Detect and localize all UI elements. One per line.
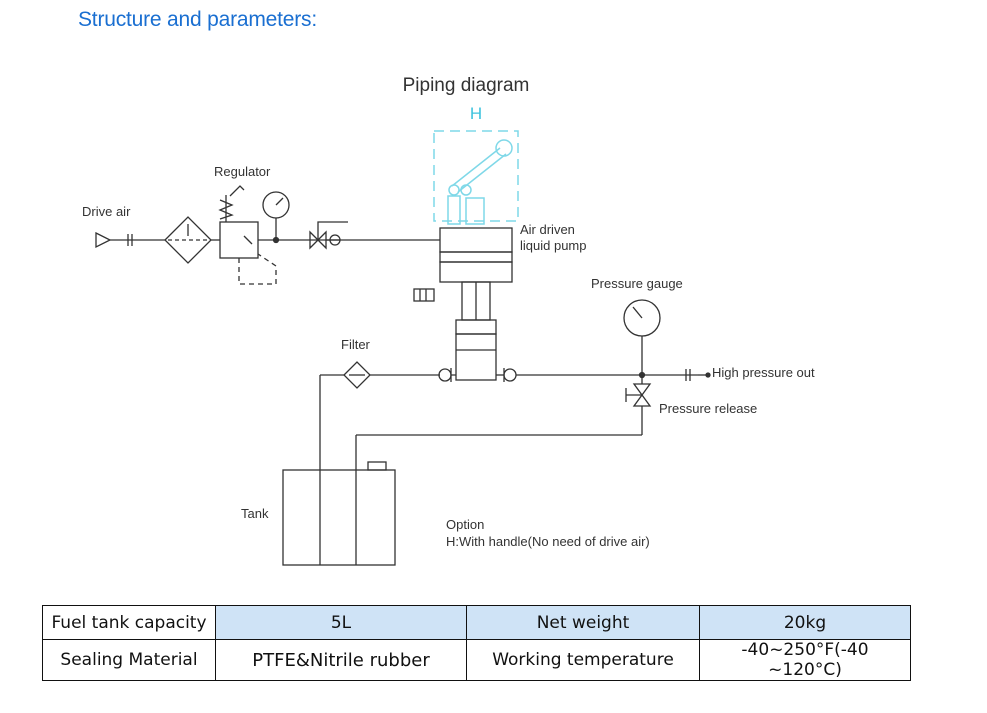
inlet-check-valve-icon (438, 368, 452, 382)
air-inlet-icon (95, 231, 112, 249)
table-cell: Working temperature (466, 639, 700, 681)
label-tank: Tank (241, 506, 269, 521)
table-row: Fuel tank capacity 5L Net weight 20kg (42, 605, 911, 640)
label-pump-line1: Air driven (520, 222, 575, 237)
option-letter: H (470, 104, 482, 123)
table-cell: Sealing Material (42, 639, 216, 681)
table-cell: Fuel tank capacity (42, 605, 216, 640)
table-cell: -40~250°F(-40 ~120°C) (699, 639, 911, 681)
label-pressure-release: Pressure release (659, 401, 757, 416)
table-cell: 5L (215, 605, 467, 640)
regulator-icon (219, 221, 259, 259)
muffler-icon (413, 288, 435, 302)
label-high-pressure-out: High pressure out (712, 365, 815, 380)
table-cell: 20kg (699, 605, 911, 640)
parameters-table: Fuel tank capacity 5L Net weight 20kg Se… (42, 605, 911, 681)
pump-top (439, 227, 513, 253)
table-cell: Net weight (466, 605, 700, 640)
label-regulator: Regulator (214, 164, 271, 179)
label-option-title: Option (446, 517, 484, 532)
label-pressure-gauge: Pressure gauge (591, 276, 683, 291)
label-drive-air: Drive air (82, 204, 131, 219)
label-filter: Filter (341, 337, 371, 352)
piping-diagram: Piping diagram H Drive air Regulator Air… (82, 75, 815, 566)
tank-icon (282, 469, 396, 566)
label-pump-line2: liquid pump (520, 238, 587, 253)
table-row: Sealing Material PTFE&Nitrile rubber Wor… (42, 639, 911, 681)
outlet-check-valve-icon (503, 368, 517, 382)
diagram-title: Piping diagram (403, 75, 530, 96)
handle-option-icon (433, 130, 519, 225)
air-valve-icon (309, 230, 327, 250)
section-heading: Structure and parameters: (78, 8, 317, 31)
table-cell: PTFE&Nitrile rubber (215, 639, 467, 681)
label-option-detail: H:With handle(No need of drive air) (446, 534, 650, 549)
